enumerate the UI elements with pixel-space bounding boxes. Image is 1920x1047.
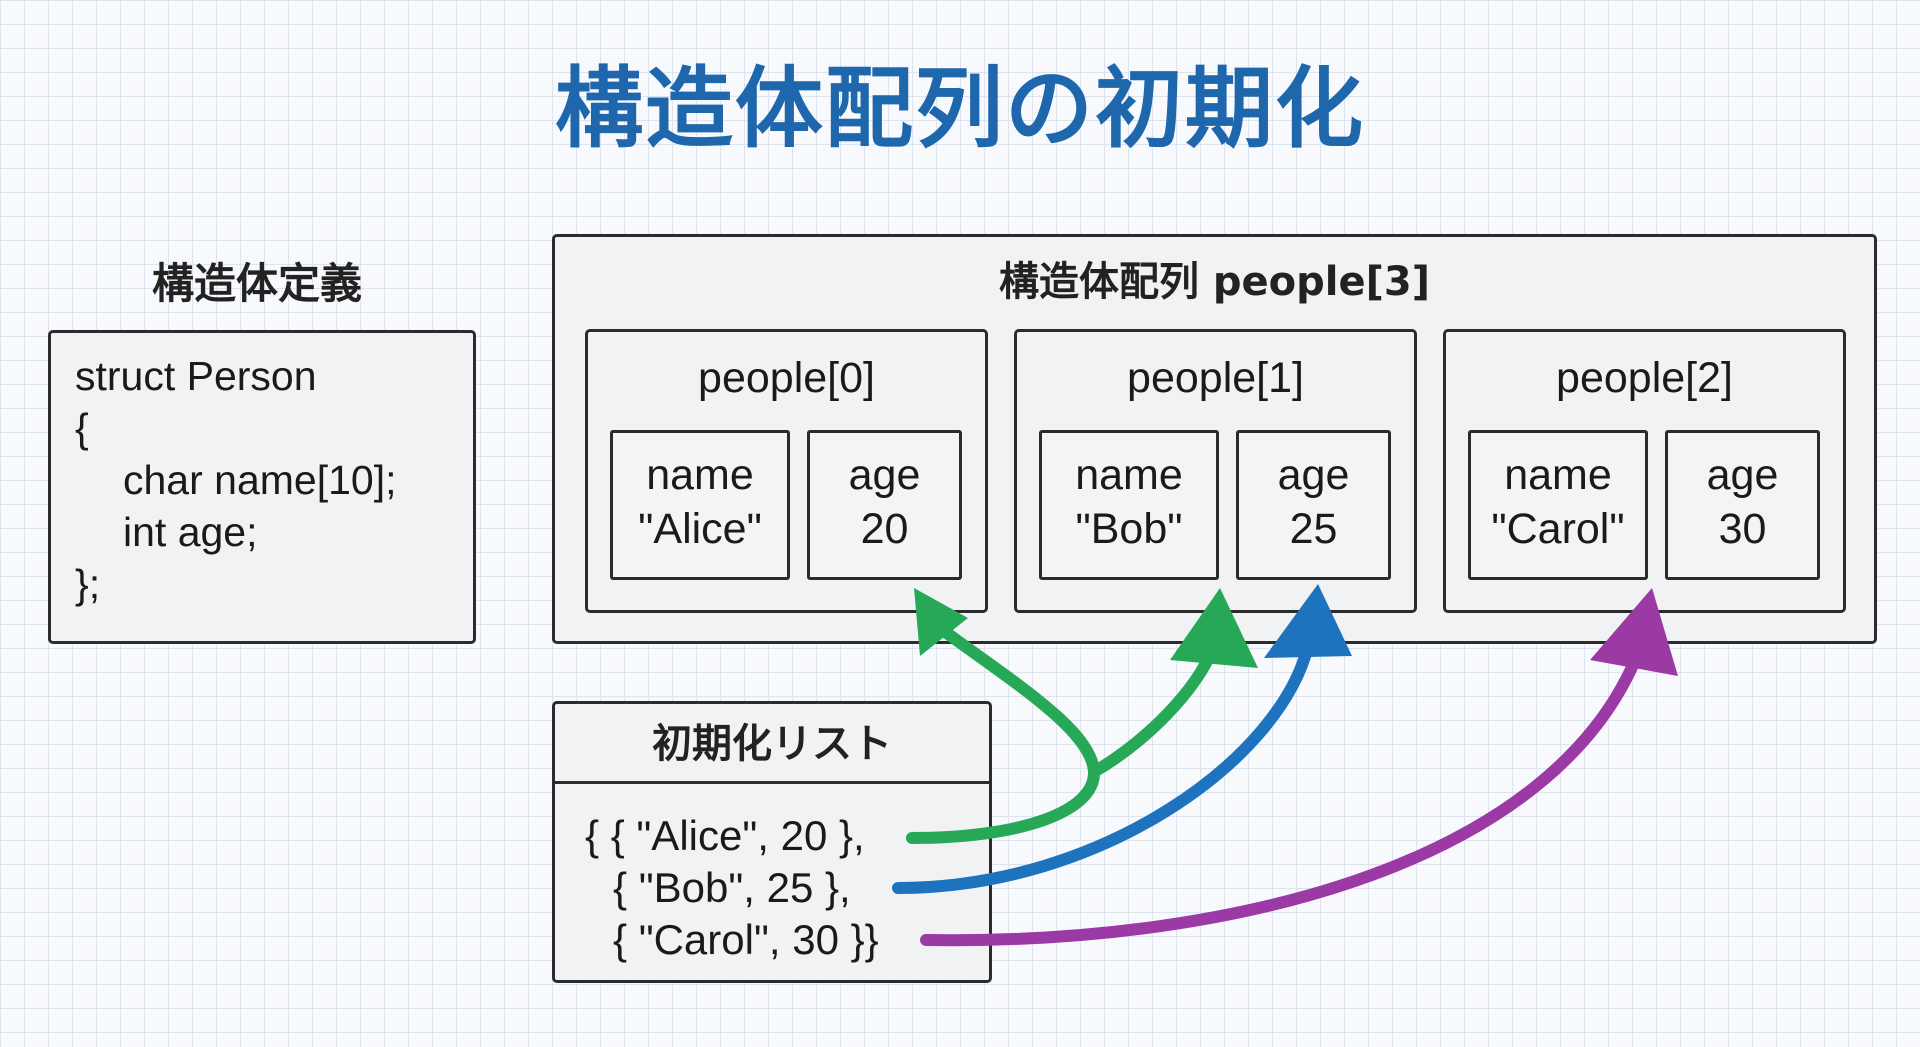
- field-name-value-0: "Alice": [638, 505, 762, 553]
- field-age-1: age 25: [1236, 430, 1391, 580]
- arrow-head-green-1: [1170, 588, 1258, 668]
- definition-label: 構造体定義: [152, 259, 363, 308]
- element-title-2: people[2]: [1556, 354, 1733, 402]
- field-name-1: name "Bob": [1039, 430, 1219, 580]
- field-age-label-0: age: [848, 451, 921, 499]
- arrow-blue-bob-to-people1: [892, 640, 1314, 894]
- array-element-2: people[2] name "Carol" age 30: [1443, 329, 1846, 613]
- field-age-value-1: 25: [1289, 505, 1338, 553]
- code-line-1: struct Person: [75, 353, 317, 399]
- code-line-4: int age;: [123, 509, 258, 555]
- page-title: 構造体配列の初期化: [554, 57, 1365, 160]
- code-line-3: char name[10];: [123, 457, 397, 503]
- array-element-1: people[1] name "Bob" age 25: [1014, 329, 1417, 613]
- init-line-3: { "Carol", 30 }}: [613, 916, 879, 963]
- init-line-1: { { "Alice", 20 },: [585, 812, 865, 859]
- field-age-2: age 30: [1665, 430, 1820, 580]
- array-container: 構造体配列 people[3] people[0] name "Alice" a…: [552, 234, 1877, 644]
- array-element-0: people[0] name "Alice" age 20: [585, 329, 988, 613]
- field-age-label-1: age: [1277, 451, 1350, 499]
- code-line-2: {: [75, 405, 89, 451]
- field-age-value-2: 30: [1718, 505, 1767, 553]
- field-name-2: name "Carol": [1468, 430, 1648, 580]
- field-name-label-1: name: [1075, 451, 1183, 499]
- array-label: 構造体配列 people[3]: [998, 259, 1431, 305]
- definition-box: struct Person { char name[10]; int age; …: [48, 330, 476, 644]
- field-age-label-2: age: [1706, 451, 1779, 499]
- field-name-value-1: "Bob": [1075, 505, 1183, 553]
- arrow-green-alice-to-people0: [906, 622, 1101, 844]
- arrow-green-alice-to-people1: [1088, 640, 1220, 778]
- field-name-label-2: name: [1504, 451, 1612, 499]
- field-age-value-0: 20: [860, 505, 909, 553]
- arrow-head-purple: [1590, 588, 1678, 676]
- init-line-2: { "Bob", 25 },: [613, 864, 851, 911]
- element-title-0: people[0]: [698, 354, 875, 402]
- field-name-label-0: name: [646, 451, 754, 499]
- field-age-0: age 20: [807, 430, 962, 580]
- element-title-1: people[1]: [1127, 354, 1304, 402]
- arrow-head-green-0: [914, 588, 968, 656]
- arrow-purple-carol-to-people2: [920, 642, 1646, 947]
- field-name-value-2: "Carol": [1491, 505, 1625, 553]
- arrow-head-blue: [1264, 584, 1352, 658]
- init-list-label: 初期化リスト: [555, 704, 989, 784]
- code-line-5: };: [75, 561, 101, 607]
- field-name-0: name "Alice": [610, 430, 790, 580]
